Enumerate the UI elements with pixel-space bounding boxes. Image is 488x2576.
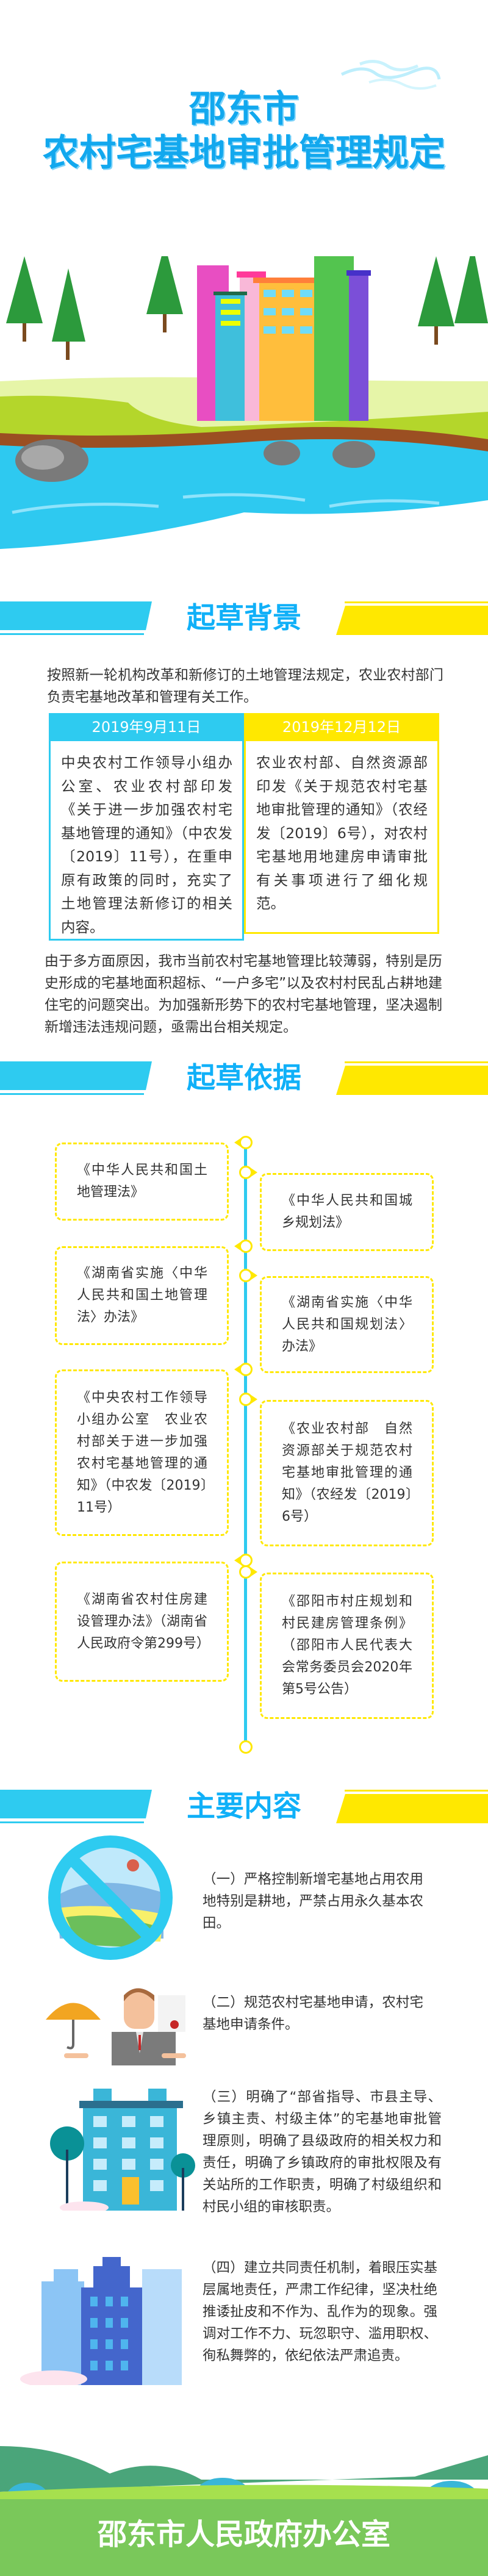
section-header-background: 起草背景 — [0, 601, 488, 638]
section-title: 起草依据 — [187, 1061, 301, 1095]
main-item-text: （一）严格控制新增宅基地占用农用地特别是耕地，严禁占用永久基本农田。 — [203, 1871, 423, 1931]
basis-item: 《中华人民共和国土地管理法》 — [55, 1143, 229, 1221]
city-buildings-icon — [20, 2257, 182, 2385]
timeline-node — [239, 1136, 253, 1149]
timeline-node — [239, 1565, 253, 1579]
section-header-basis: 起草依据 — [0, 1061, 488, 1098]
basis-item: 《中央农村工作领导小组办公室 农业农村部关于进一步加强农村宅基地管理的通知》（中… — [55, 1369, 229, 1536]
conclusion-text: 由于多方面原因，我市当前农村宅基地管理比较薄弱，特别是历史形成的宅基地面积超标、… — [45, 953, 442, 1035]
footer-hills-illustration — [0, 2446, 488, 2576]
official-with-umbrella-certificate-icon — [46, 1988, 186, 2065]
footer-issuer: 邵东市人民政府办公室 — [97, 2517, 390, 2552]
section-title: 起草背景 — [187, 601, 301, 635]
basis-item: 《农业农村部 自然资源部关于规范农村宅基地审批管理的通知》（农经发〔2019〕6… — [260, 1400, 434, 1546]
timeline-node — [239, 1393, 253, 1406]
timeline-line — [244, 1143, 247, 1747]
riverside-city-illustration — [0, 256, 488, 549]
section-header-main: 主要内容 — [0, 1790, 488, 1826]
timeline-node — [239, 1269, 253, 1282]
timeline-node — [239, 1363, 253, 1376]
cloud-wave-decoration — [340, 60, 441, 90]
timeline-date: 2019年12月12日 — [244, 713, 439, 741]
timeline-text: 农业农村部、自然资源部印发《关于规范农村宅基地审批管理的通知》（农经发〔2019… — [244, 741, 439, 934]
timeline-date: 2019年9月11日 — [49, 713, 244, 741]
timeline-node — [239, 1166, 253, 1179]
intro-text: 按照新一轮机构改革和新修订的土地管理法规定，农业农村部门负责宅基地改革和管理有关… — [47, 667, 443, 705]
timeline-text: 中央农村工作领导小组办公室、农业农村部印发《关于进一步加强农村宅基地管理的通知》… — [49, 741, 244, 941]
no-farmland-occupation-icon — [48, 1835, 173, 1960]
timeline-column: 2019年9月11日 中央农村工作领导小组办公室、农业农村部印发《关于进一步加强… — [49, 713, 244, 941]
timeline-column: 2019年12月12日 农业农村部、自然资源部印发《关于规范农村宅基地审批管理的… — [244, 713, 439, 934]
page-title-city: 邵东市 — [189, 88, 299, 131]
basis-item: 《湖南省实施〈中华人民共和国土地管理法〉办法》 — [55, 1246, 229, 1345]
main-item-text: （二）规范农村宅基地申请，农村宅基地申请条件。 — [203, 1995, 423, 2032]
basis-item: 《邵阳市村庄规划和村民建房管理条例》（邵阳市人民代表大会常务委员会2020年第5… — [260, 1573, 434, 1719]
basis-item: 《湖南省实施〈中华人民共和国规划法〉办法》 — [260, 1276, 434, 1373]
basis-item: 《中华人民共和国城乡规划法》 — [260, 1173, 434, 1251]
timeline-node — [239, 1240, 253, 1253]
page-title: 农村宅基地审批管理规定 — [43, 132, 445, 174]
main-item-text: （三）明确了“部省指导、市县主导、乡镇主责、村级主体”的宅基地审批管理原则，明确… — [203, 2089, 442, 2215]
timeline-table: 2019年9月11日 中央农村工作领导小组办公室、农业农村部印发《关于进一步加强… — [49, 713, 439, 941]
timeline-node — [239, 1740, 253, 1754]
section-title: 主要内容 — [187, 1790, 301, 1823]
basis-item: 《湖南省农村住房建设管理办法》（湖南省人民政府令第299号） — [55, 1562, 229, 1682]
office-building-icon — [50, 2089, 195, 2211]
main-item-text: （四）建立共同责任机制，着眼压实基层属地责任，严肃工作纪律，坚决杜绝推诿扯皮和不… — [203, 2260, 437, 2364]
